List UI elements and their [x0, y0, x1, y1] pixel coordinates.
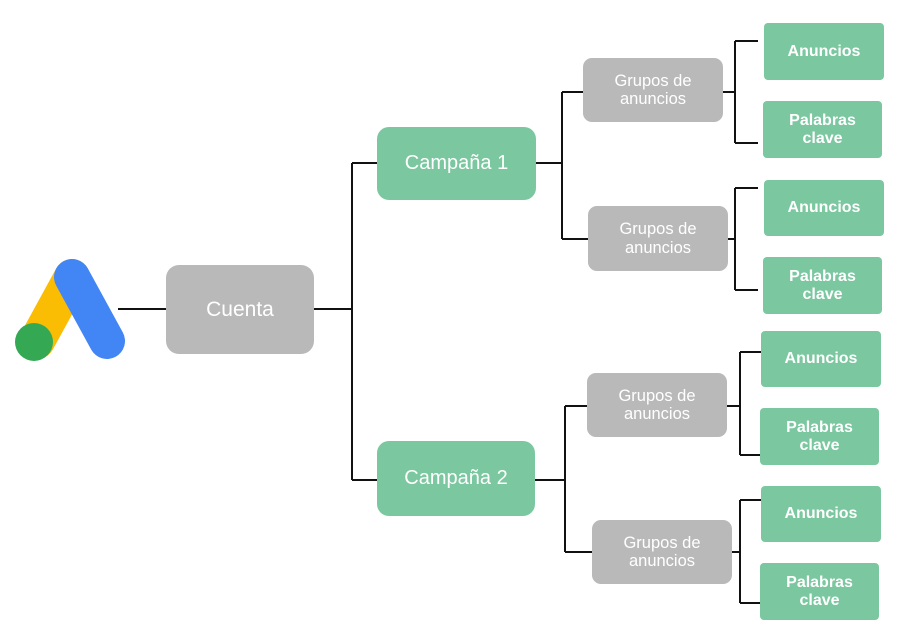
campaign-1-node: Campaña 1	[377, 127, 536, 200]
ads-leaf-2-2: Anuncios	[761, 486, 881, 542]
ads-leaf-1-2: Anuncios	[764, 180, 884, 236]
ads-leaf-2-1: Anuncios	[761, 331, 881, 387]
keywords-leaf-2-2: Palabras clave	[760, 563, 879, 620]
ad-group-1-2-node: Grupos de anuncios	[588, 206, 728, 271]
google-ads-logo-icon	[15, 259, 125, 361]
campaign-2-node: Campaña 2	[377, 441, 535, 516]
ad-group-1-1-node: Grupos de anuncios	[583, 58, 723, 122]
ad-group-2-1-node: Grupos de anuncios	[587, 373, 727, 437]
cuenta-node: Cuenta	[166, 265, 314, 354]
ad-group-2-2-node: Grupos de anuncios	[592, 520, 732, 584]
keywords-leaf-1-1: Palabras clave	[763, 101, 882, 158]
keywords-leaf-2-1: Palabras clave	[760, 408, 879, 465]
keywords-leaf-1-2: Palabras clave	[763, 257, 882, 314]
ads-leaf-1-1: Anuncios	[764, 23, 884, 80]
